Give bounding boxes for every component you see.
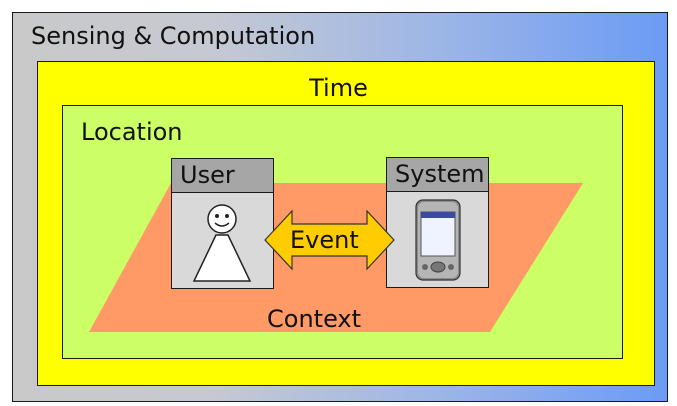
system-label: System: [395, 160, 485, 188]
event-label: Event: [290, 226, 359, 254]
context-label: Context: [267, 305, 362, 333]
user-card: User: [171, 158, 274, 289]
user-card-header: User: [172, 159, 273, 193]
location-label: Location: [81, 118, 183, 146]
double-arrow-icon: [264, 209, 395, 271]
sensing-computation-label: Sensing & Computation: [31, 22, 316, 50]
time-label: Time: [309, 74, 368, 102]
user-label: User: [180, 161, 235, 189]
system-card: System: [386, 157, 489, 288]
pda-device-icon: [415, 199, 461, 281]
user-figure-icon: [192, 204, 252, 282]
system-card-header: System: [387, 158, 488, 192]
